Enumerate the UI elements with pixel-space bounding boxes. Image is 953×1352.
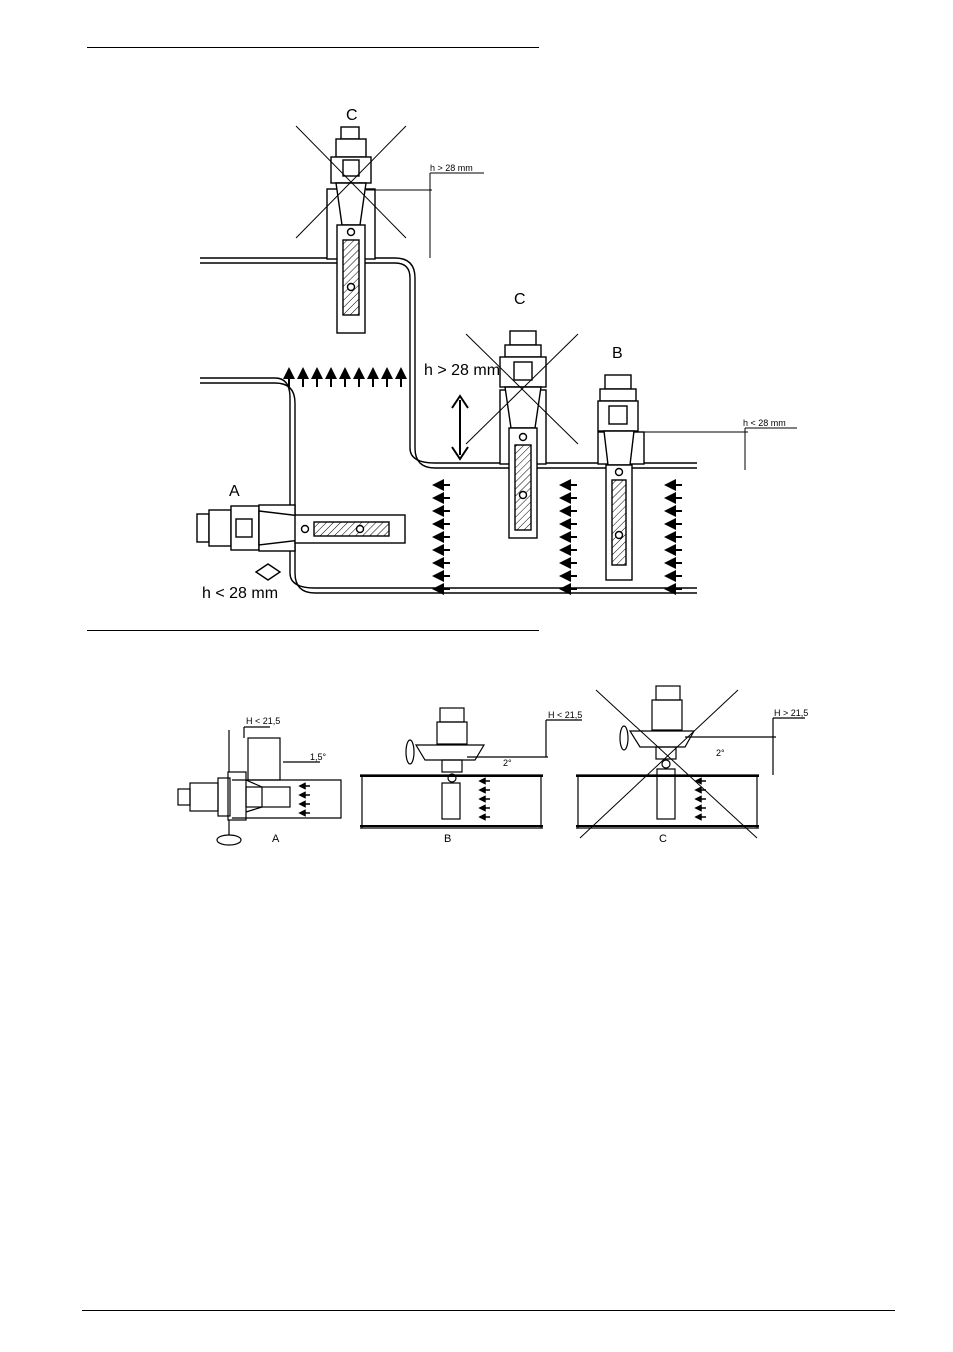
dim-label-c: H > 21,5 [774,708,808,718]
label-c-top: C [346,107,358,124]
double-arrow-a [256,564,280,580]
label-c-mid: C [514,291,526,308]
sensor-b [598,375,644,580]
top-section-rule [87,47,539,48]
flow-arrows-a [302,786,310,813]
variant-b [360,708,582,828]
sensor-c-top [327,127,375,333]
flow-arrows-c [698,781,706,817]
sensor-c-mid [500,331,546,538]
double-arrow-mid [452,396,468,459]
label-c2: C [659,833,667,845]
angle-label-b: 2° [503,758,512,768]
angle-label-c: 2° [716,748,725,758]
label-b: B [612,345,623,362]
flow-arrows-up [289,373,401,387]
dim-label-top-right: h > 28 mm [430,163,473,173]
sensor-a [197,505,405,551]
dim-label-mid: h > 28 mm [424,362,500,379]
variant-c [576,686,805,828]
footer-rule [82,1310,895,1311]
dim-label-b: H < 21,5 [548,710,582,720]
dim-label-a: H < 21,5 [246,716,280,726]
variant-a [178,727,341,845]
flow-arrows-left [438,485,682,589]
label-b2: B [444,833,451,845]
middle-section-rule [87,630,539,631]
label-a2: A [272,833,280,845]
flow-arrows-b [482,781,490,817]
angle-label-a: 1,5° [310,752,327,762]
tube-installation-diagram: H < 21,5 1,5° A H < 21,5 2° B [0,670,953,860]
label-a: A [229,483,240,500]
cross-mark-c2 [580,690,757,838]
dim-label-a-bottom: h < 28 mm [202,585,278,602]
dim-label-b-right: h < 28 mm [743,418,786,428]
installation-positions-diagram: C h > 28 mm C h > 28 mm [0,90,953,610]
